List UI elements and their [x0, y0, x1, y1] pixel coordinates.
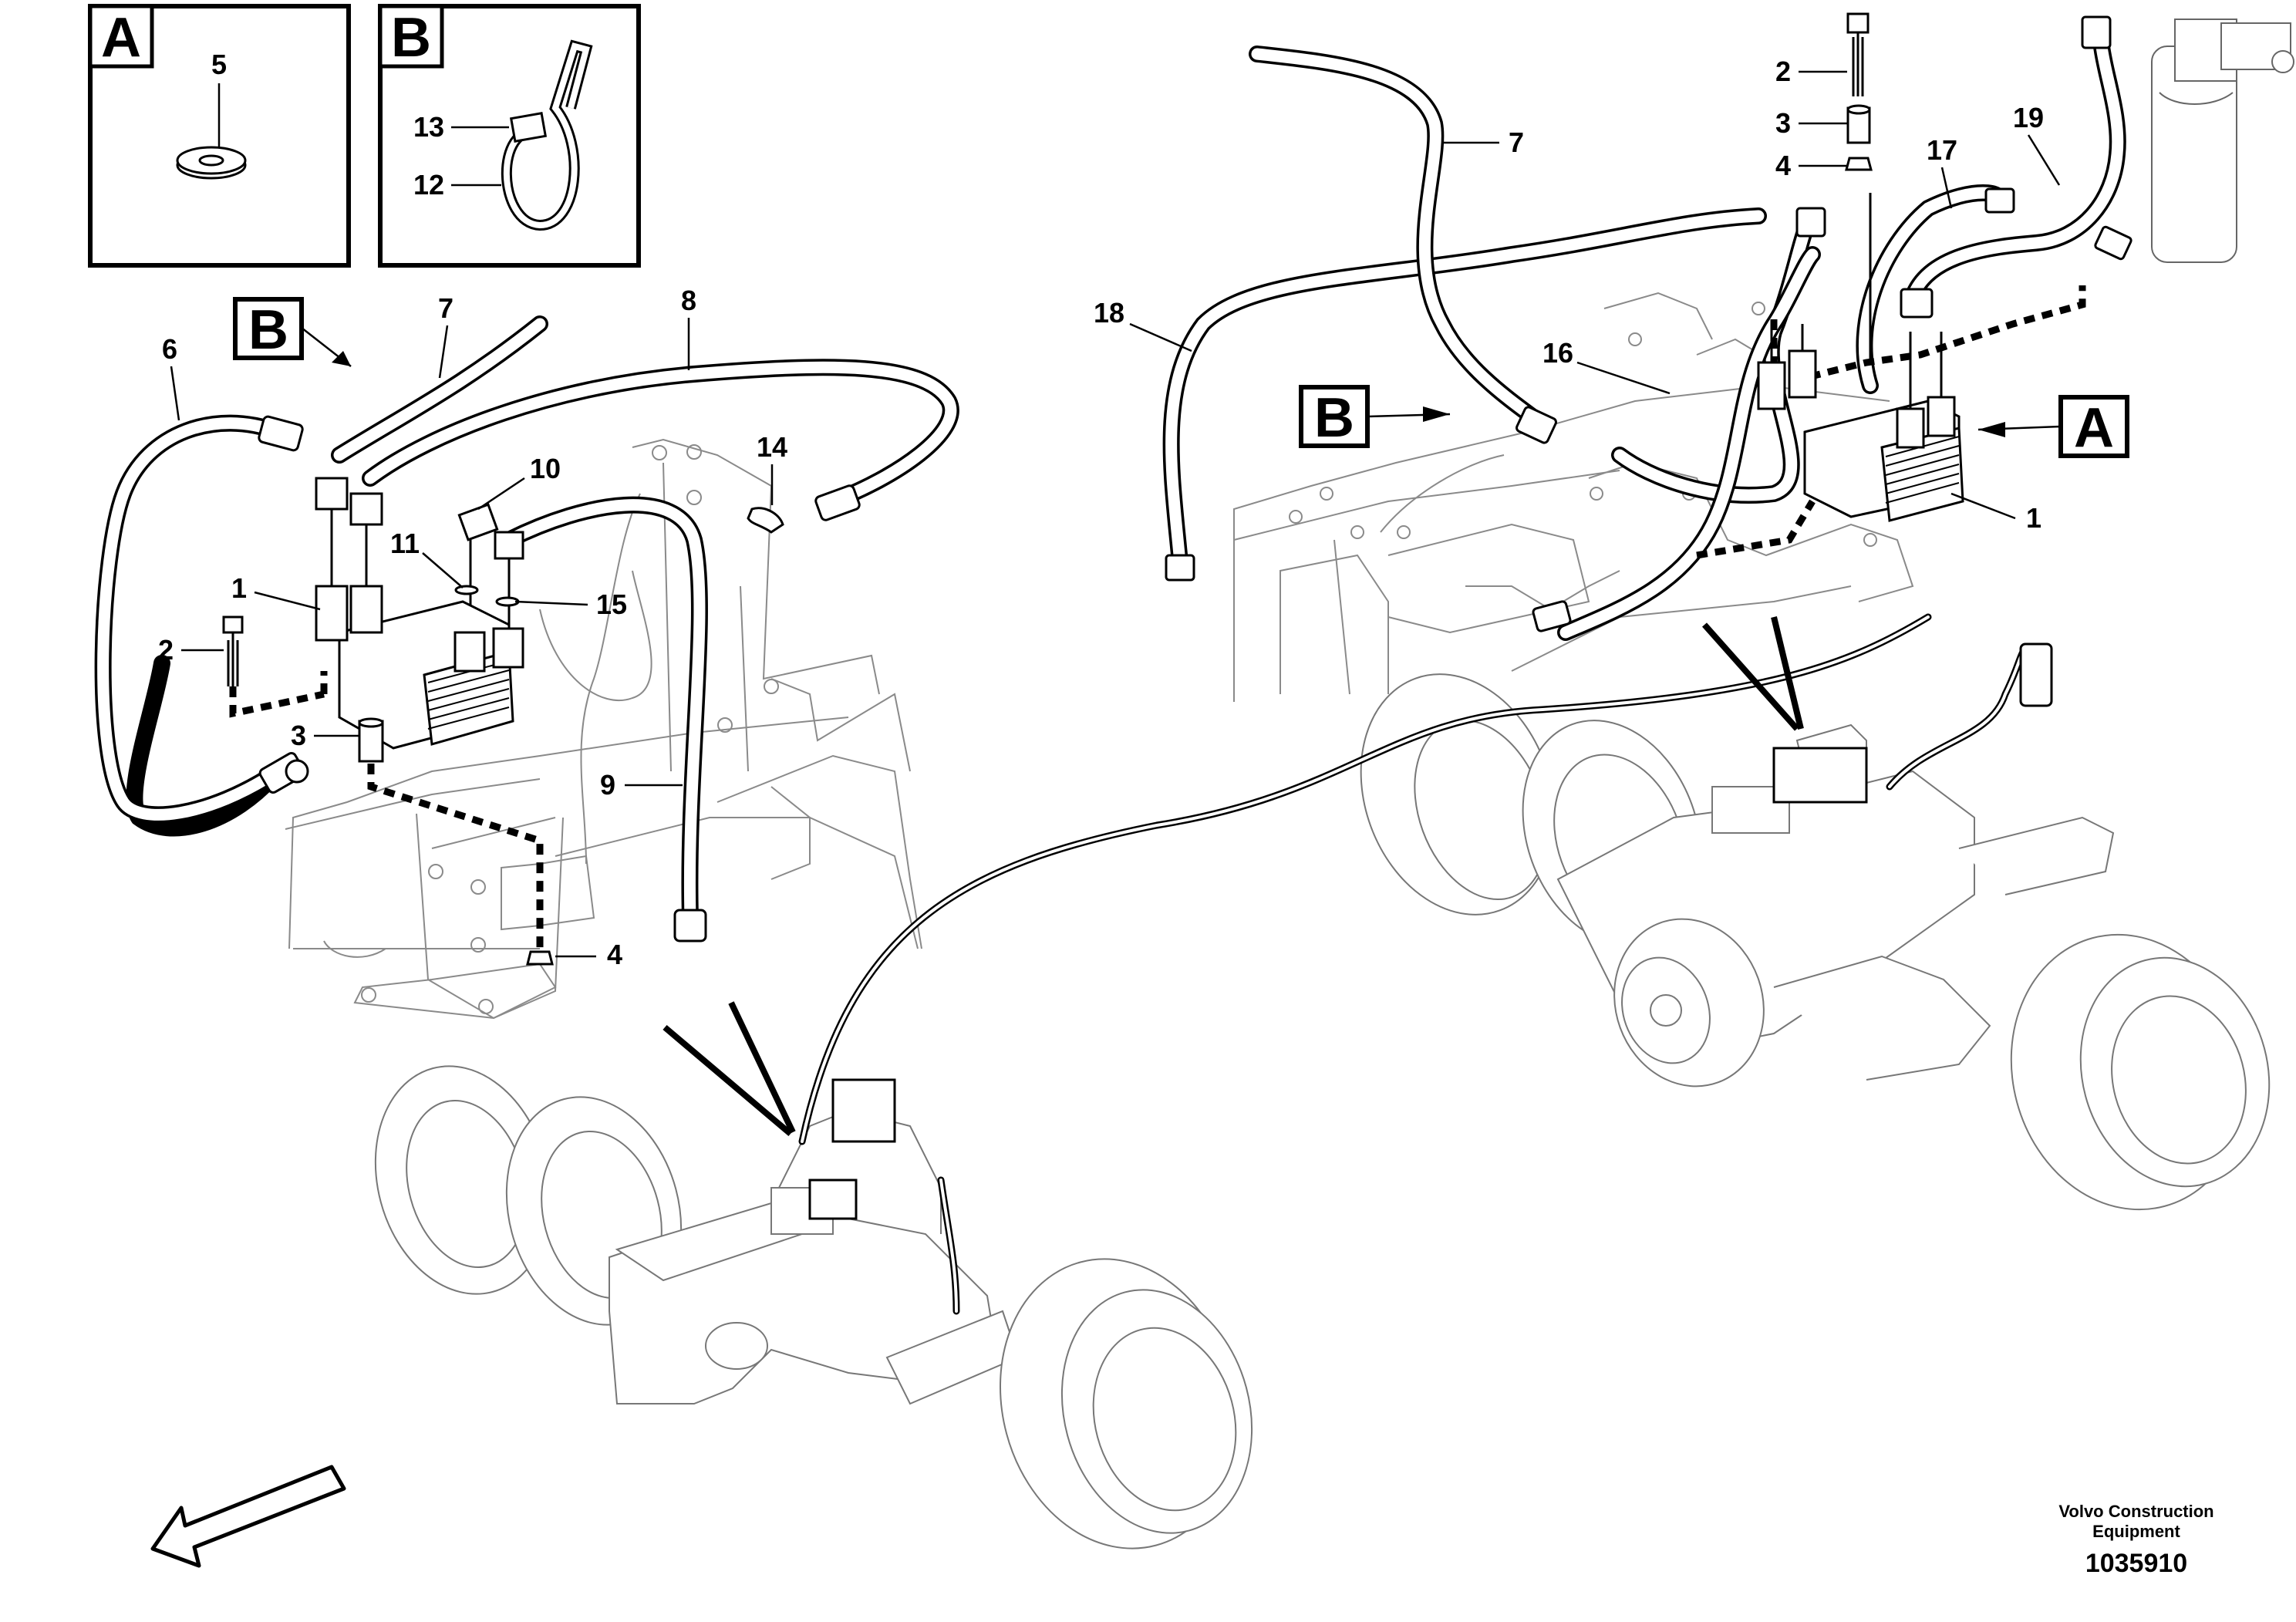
right-view-ref-b: B: [1314, 387, 1354, 449]
brake-lines: [798, 613, 2053, 1315]
callout-7-right: 7: [1509, 126, 1524, 158]
callout-2-left: 2: [158, 634, 174, 666]
right-hoses: [1162, 15, 2132, 641]
left-hoses: [94, 315, 959, 966]
callout-1-right: 1: [2026, 502, 2041, 534]
callout-11: 11: [390, 528, 420, 559]
inset-a: A 5: [88, 4, 351, 268]
callout-17: 17: [1927, 134, 1957, 166]
cable-tie-icon: [501, 39, 593, 231]
left-frame-background: [285, 438, 922, 1020]
callout-13: 13: [413, 111, 444, 143]
left-view-ref-letter: B: [248, 299, 288, 361]
right-view-ref-a: A: [2074, 397, 2114, 459]
callout-12: 12: [413, 169, 444, 201]
inset-b: B 13 12: [378, 4, 641, 268]
callout-8: 8: [681, 285, 696, 316]
direction-arrow-icon: [150, 1465, 346, 1568]
callout-14: 14: [757, 431, 787, 463]
right-cooler: [1696, 12, 2086, 559]
right-callouts: 2 3 4 7 17 19 18 16 1: [1094, 56, 2061, 534]
callout-5: 5: [211, 49, 227, 80]
inset-a-letter: A: [101, 7, 141, 69]
rear-axle: [1360, 673, 2271, 1211]
callout-3-right: 3: [1775, 107, 1791, 139]
inset-b-letter: B: [391, 7, 431, 69]
callout-15: 15: [596, 588, 627, 620]
callout-6: 6: [162, 333, 177, 365]
callout-2-right: 2: [1775, 56, 1791, 87]
callout-4-left: 4: [607, 939, 622, 970]
left-view-ref-b: B: [233, 297, 352, 367]
callout-9: 9: [600, 769, 615, 801]
brand-label: Volvo Construction Equipment: [2021, 1502, 2252, 1542]
pointer-lines: [663, 616, 1804, 1137]
brand-line-2: Equipment: [2092, 1522, 2180, 1541]
front-axle: [374, 1065, 1253, 1549]
callout-16: 16: [1542, 337, 1573, 369]
left-callouts: 6 7 8 10 14 11 15 1 2 3 9 4: [158, 285, 787, 970]
right-view-refs: B A: [1299, 385, 2129, 459]
callout-7-left: 7: [438, 292, 453, 324]
washer-icon: [176, 146, 247, 180]
callout-18: 18: [1094, 297, 1124, 329]
callout-3-left: 3: [291, 720, 306, 751]
callout-1-left: 1: [231, 572, 247, 604]
callout-19: 19: [2013, 102, 2044, 133]
brand-line-1: Volvo Construction: [2058, 1502, 2214, 1521]
document-number: 1035910: [2085, 1549, 2188, 1578]
callout-10: 10: [530, 453, 561, 484]
callout-4-right: 4: [1775, 150, 1791, 181]
